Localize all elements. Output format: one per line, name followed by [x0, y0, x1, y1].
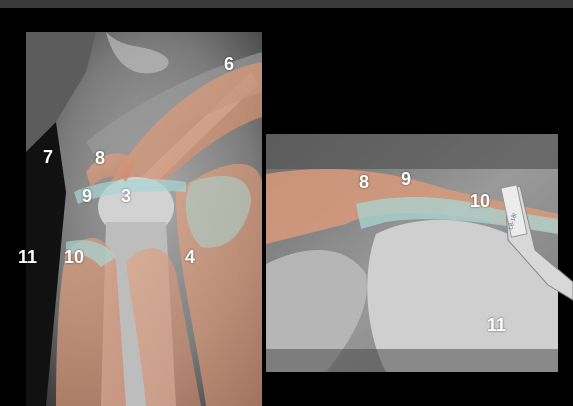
ultrasound-illustration: [266, 134, 558, 372]
right-label-10: 10: [470, 192, 490, 210]
label-8: 8: [95, 149, 105, 167]
ultrasound-detail-panel: [266, 134, 558, 372]
label-9: 9: [82, 187, 92, 205]
label-10: 10: [64, 248, 84, 266]
label-6: 6: [224, 55, 234, 73]
right-label-8: 8: [359, 173, 369, 191]
shoulder-xray-panel: [26, 32, 262, 406]
label-3: 3: [121, 187, 131, 205]
top-bar: [0, 0, 573, 8]
shoulder-xray-illustration: [26, 32, 262, 406]
label-11: 11: [18, 248, 37, 266]
right-label-11: 11: [487, 316, 506, 334]
label-4: 4: [185, 248, 195, 266]
right-label-9: 9: [401, 170, 411, 188]
label-7: 7: [43, 148, 53, 166]
